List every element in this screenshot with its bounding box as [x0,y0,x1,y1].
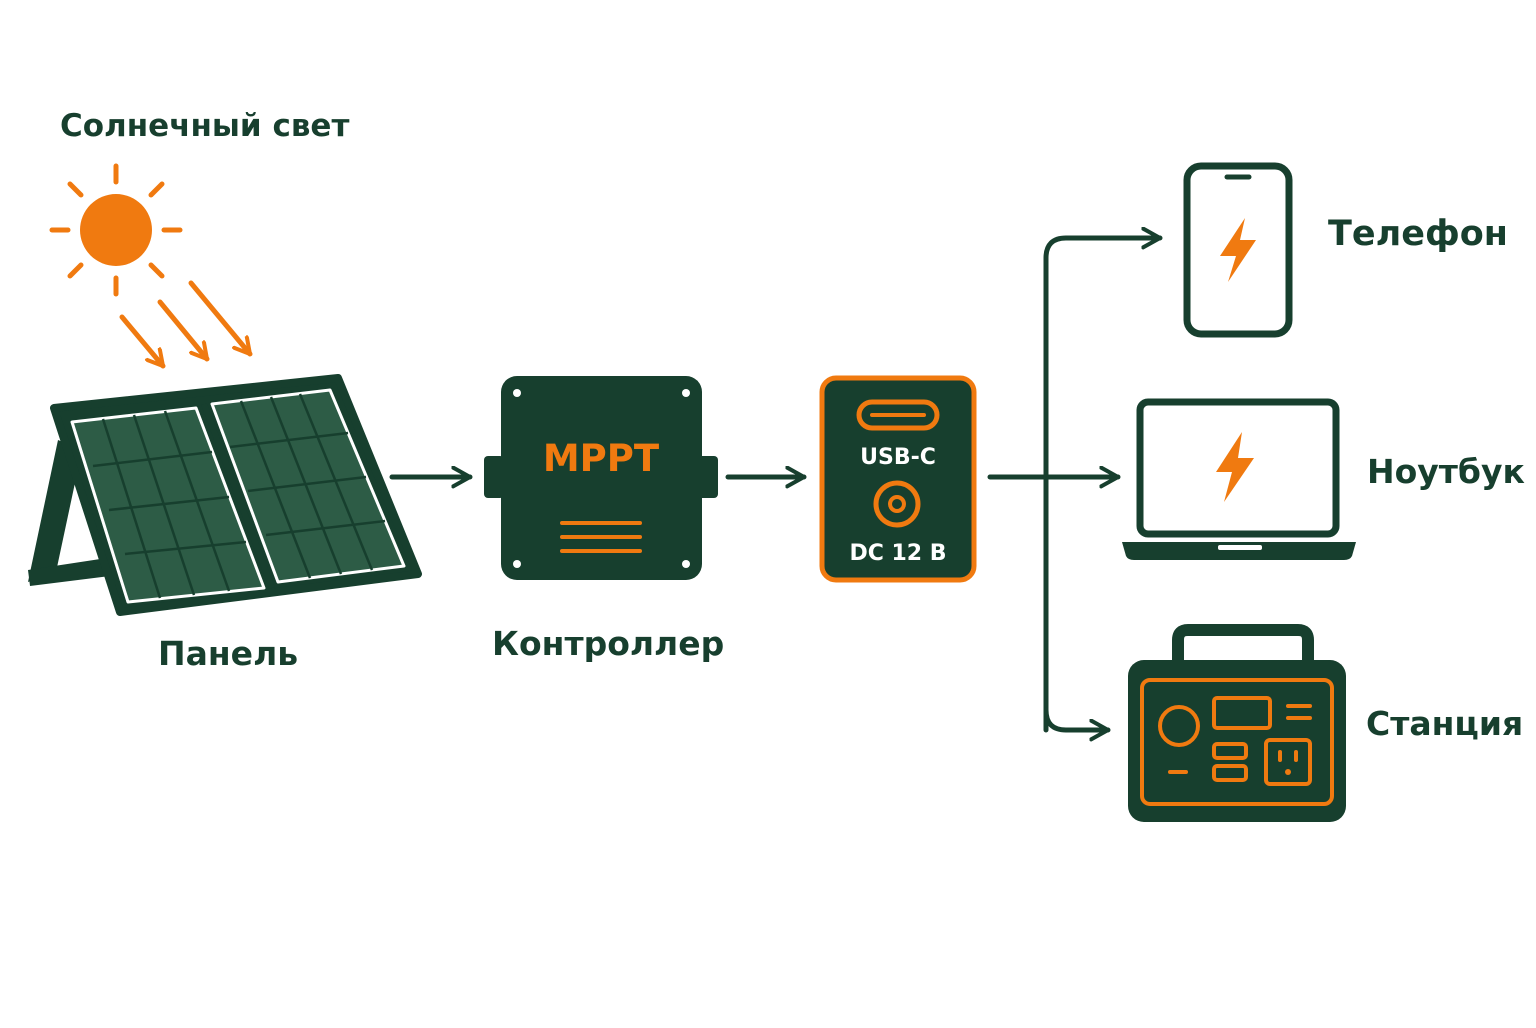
dc-port-icon [873,480,921,528]
station-label: Станция [1366,704,1524,743]
usb-c-label: USB-C [860,445,936,470]
phone-icon [1183,162,1293,338]
laptop-label: Ноутбук [1367,452,1525,491]
mppt-controller-icon: MPPT [484,376,718,580]
panel-label: Панель [158,634,299,673]
controller-lines [560,521,642,553]
phone-label: Телефон [1328,214,1508,254]
phone-lightning-icon [1220,218,1256,282]
power-station-icon [1128,624,1346,822]
controller-mppt-text: MPPT [543,437,660,480]
laptop-icon [1122,398,1356,560]
sun-icon [49,163,183,297]
dc-12v-label: DC 12 В [849,541,946,566]
laptop-lightning-icon [1216,432,1254,502]
sun-ray-arrows [119,280,253,369]
branch-connector [987,238,1163,730]
usb-c-port-icon [856,399,940,431]
sunlight-label: Солнечный свет [60,108,350,144]
controller-label: Контроллер [492,624,725,663]
output-ports-box: USB-C DC 12 В [819,375,977,583]
solar-panel-icon [28,374,422,616]
